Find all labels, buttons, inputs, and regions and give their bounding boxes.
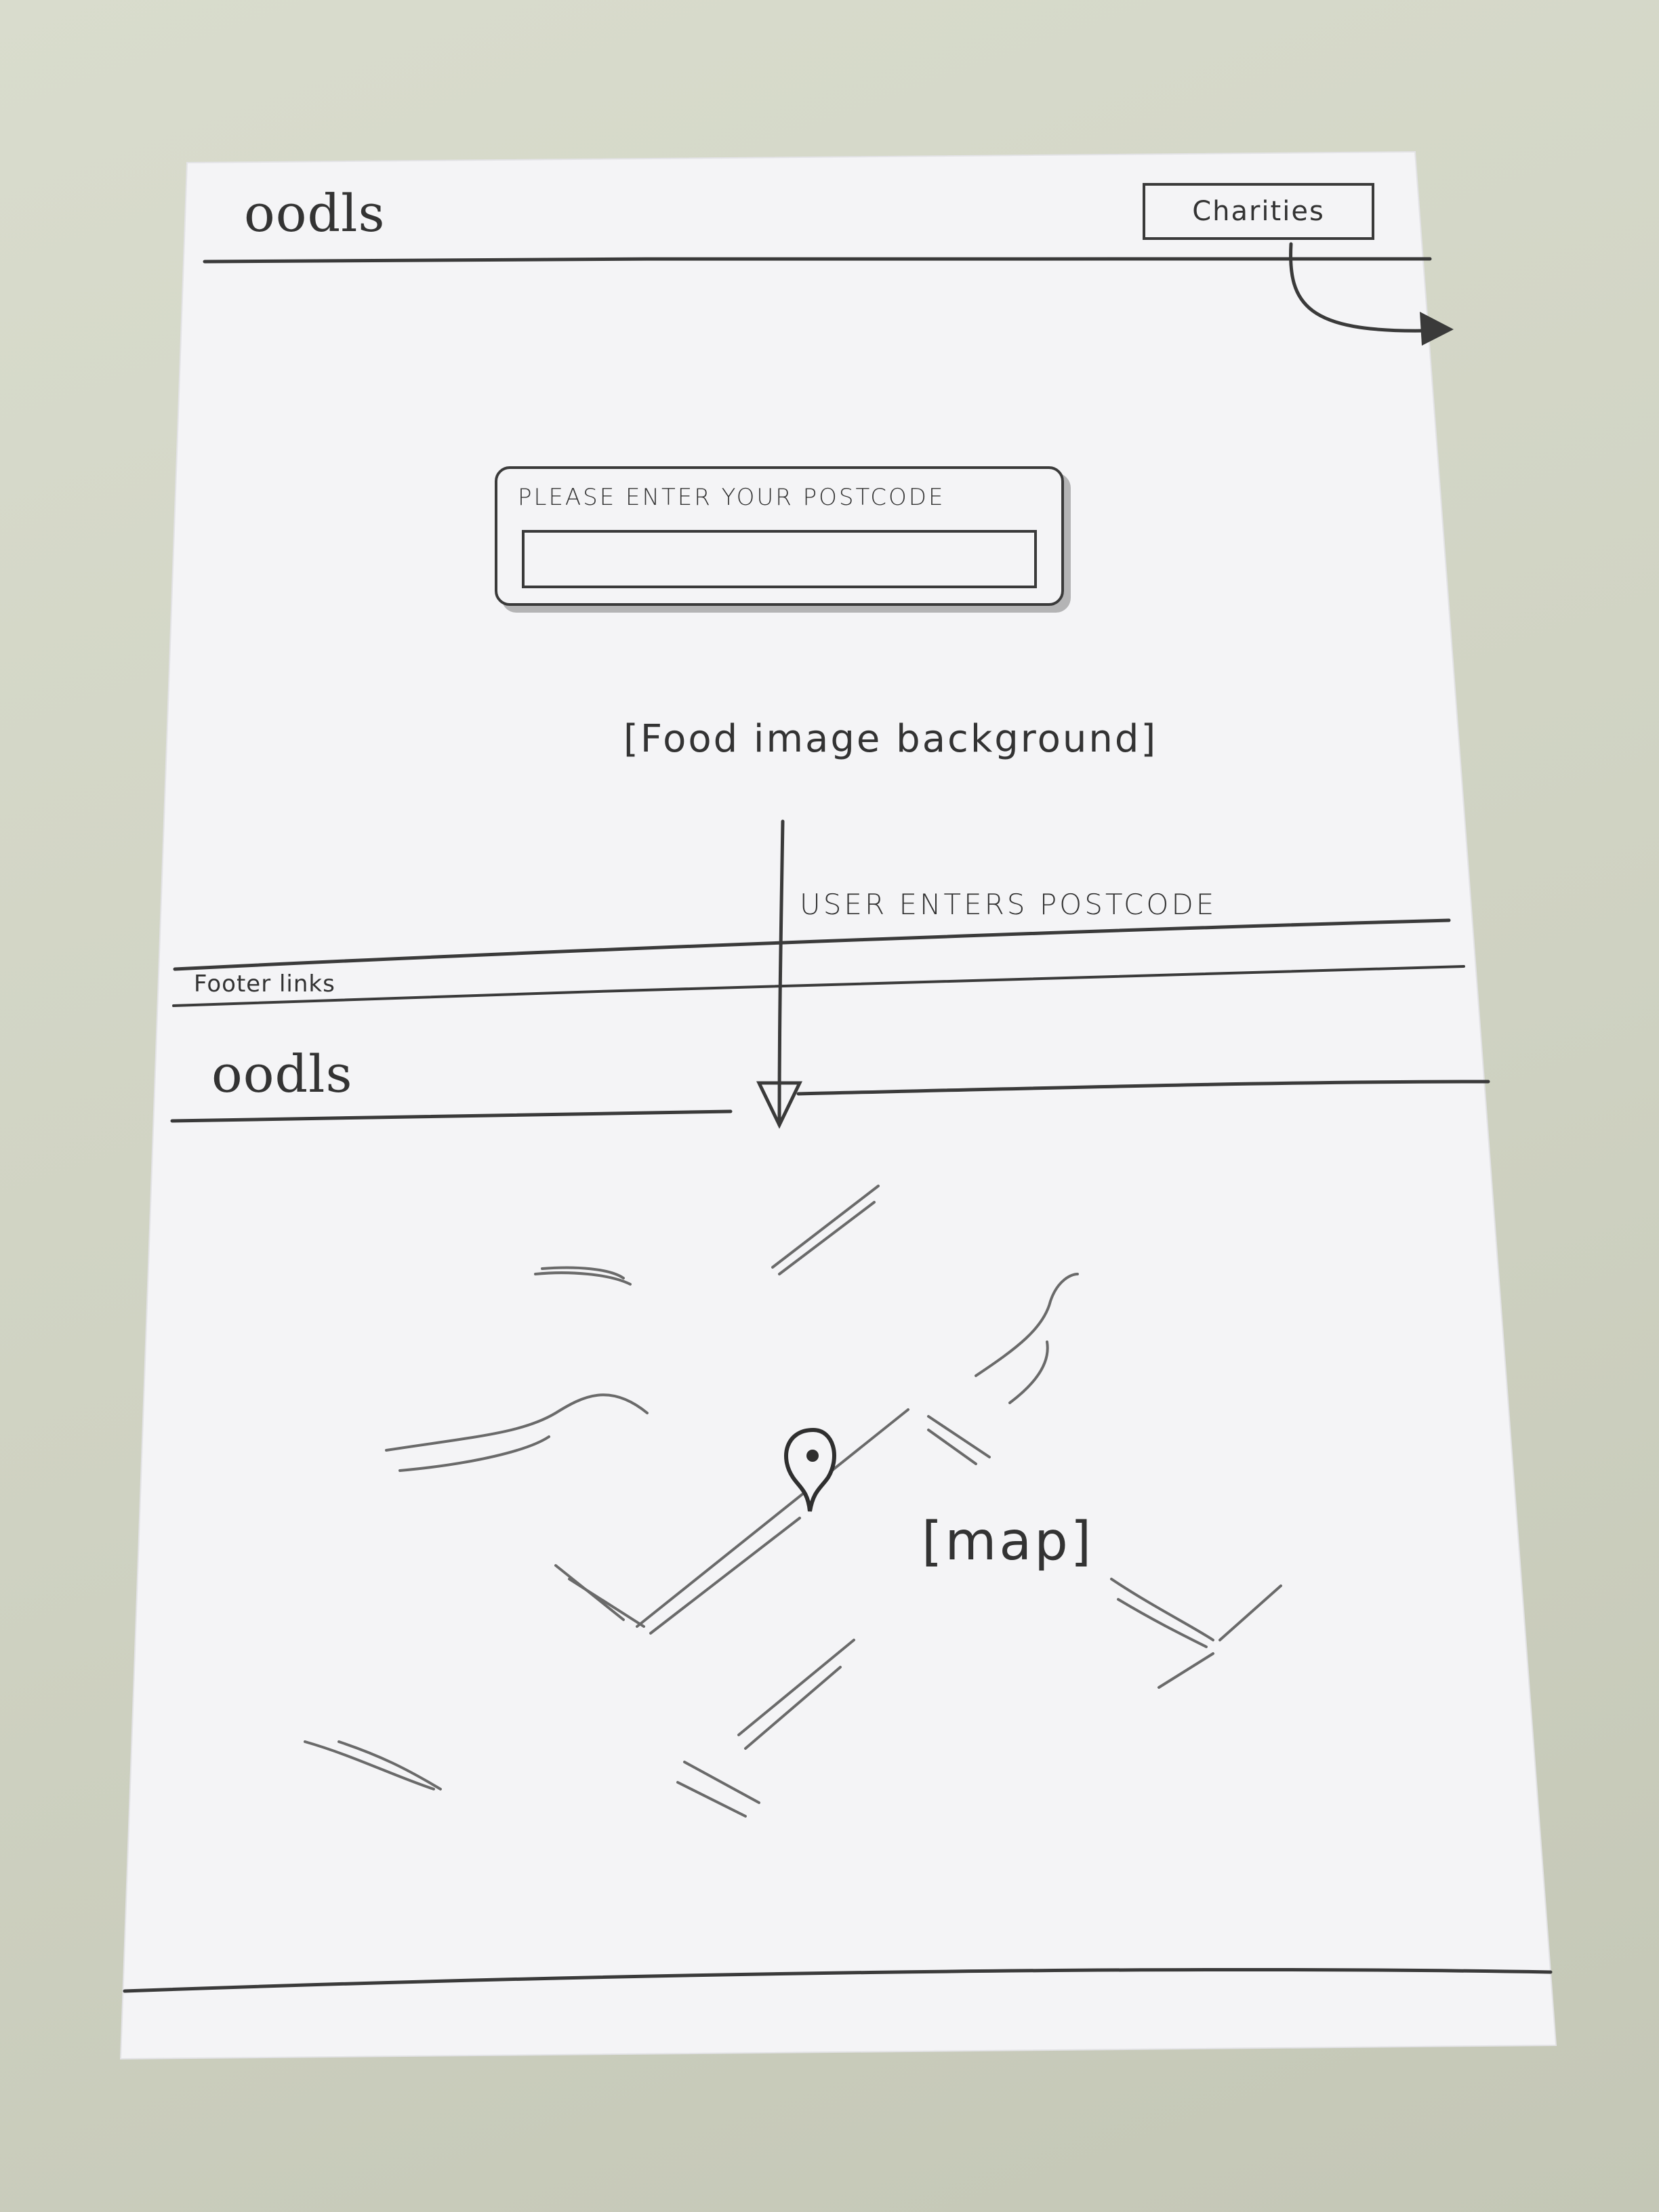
header-divider <box>203 255 1432 264</box>
background-image-note: [Food image background] <box>623 717 1158 761</box>
map-pin-icon <box>784 1427 836 1512</box>
charities-flow-arrow <box>1289 242 1425 333</box>
arrow-head-icon <box>1420 312 1454 346</box>
page2-bottom-divider <box>123 1967 1553 1993</box>
site-logo[interactable]: oodls <box>244 183 386 243</box>
arrow-head-down-icon <box>756 1081 802 1129</box>
postcode-card: Please enter your postcode <box>495 466 1064 606</box>
footer-links[interactable]: Footer links <box>194 970 335 998</box>
map-note: [map] <box>922 1511 1094 1572</box>
site-logo-page2[interactable]: oodls <box>211 1044 353 1104</box>
postcode-label: Please enter your postcode <box>518 484 945 511</box>
page2-header-divider-left <box>170 1109 733 1123</box>
postcode-input[interactable] <box>522 530 1037 588</box>
map-sketch <box>304 1185 1282 1818</box>
transition-note: User enters postcode <box>800 888 1217 921</box>
footer-divider <box>172 965 1465 1007</box>
footer-top-line <box>173 918 1451 971</box>
charities-button[interactable]: Charities <box>1143 183 1374 240</box>
page2-header-divider-right <box>796 1080 1490 1096</box>
